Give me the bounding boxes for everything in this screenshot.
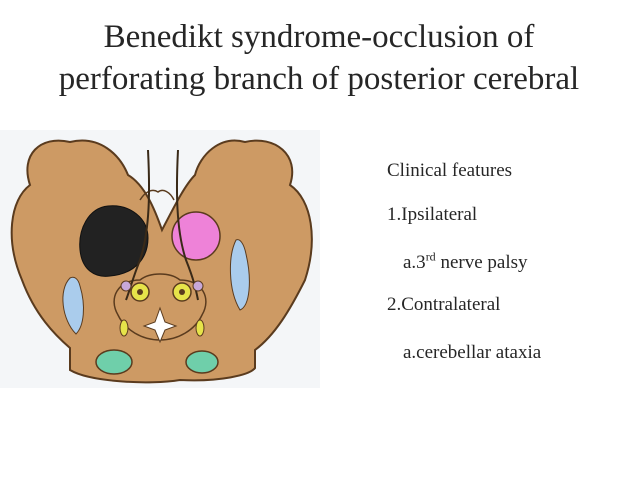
- nucleus-dot-left: [137, 289, 143, 295]
- slide-title: Benedikt syndrome-occlusion of perforati…: [0, 16, 638, 100]
- lesion-area: [79, 205, 149, 277]
- feature-third-nerve-palsy: a.3rd nerve palsy: [403, 249, 528, 274]
- pyramid-left: [95, 349, 133, 375]
- title-line-1: Benedikt syndrome-occlusion of: [103, 19, 535, 55]
- aqueduct-region: [139, 189, 175, 201]
- medial-lemniscus-right: [229, 239, 250, 311]
- nucleus-dot-right: [179, 289, 185, 295]
- midbrain-diagram: [0, 130, 320, 388]
- feature-cerebellar-ataxia: a.cerebellar ataxia: [403, 342, 542, 363]
- nucleus-small-left: [120, 280, 132, 292]
- feature-3rd-prefix: a.3: [403, 252, 426, 273]
- brainstem-section: [10, 139, 313, 384]
- features-heading: Clinical features: [387, 160, 513, 181]
- feature-contralateral: 2.Contralateral: [387, 294, 501, 315]
- feature-3rd-superscript: rd: [425, 249, 436, 264]
- pyramid-right: [185, 350, 219, 374]
- midbrain-section-illustration: [10, 139, 313, 384]
- aqueduct-star: [142, 306, 178, 344]
- medial-lemniscus-left: [62, 276, 84, 335]
- nucleus-bit-right: [195, 319, 205, 337]
- feature-3rd-suffix: nerve palsy: [435, 252, 528, 273]
- nucleus-small-right: [192, 280, 204, 292]
- title-line-2: perforating branch of posterior cerebral: [58, 61, 580, 97]
- nucleus-bit-left: [119, 319, 129, 337]
- red-nucleus: [171, 211, 221, 261]
- feature-ipsilateral: 1.Ipsilateral: [387, 204, 478, 225]
